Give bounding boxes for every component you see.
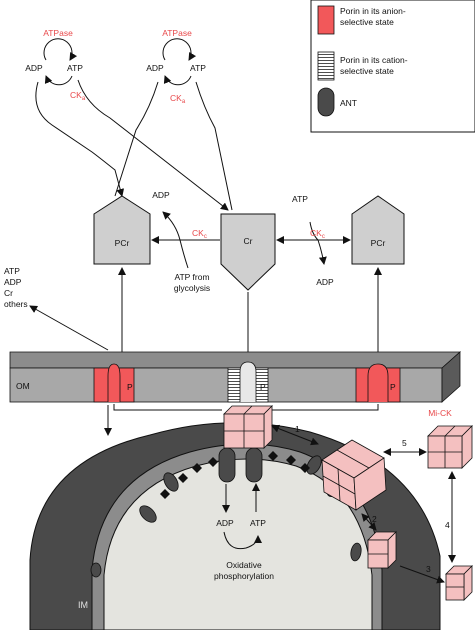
- oxphos-cycle: ADP ATP Oxidative phosphorylation: [214, 483, 274, 581]
- arrow-label-5: 5: [402, 438, 407, 448]
- ant-swatch: [317, 87, 335, 117]
- porin-connector-right: [272, 404, 379, 411]
- porin-p-label-center: P: [260, 382, 266, 392]
- cation-porin-center: P: [227, 361, 269, 403]
- efflux-arrow: [29, 305, 109, 351]
- cr-pentagon-center: Cr: [220, 213, 276, 291]
- mick-octamer-right: [427, 425, 473, 469]
- anion-porin-right: P: [355, 363, 401, 403]
- pcr-label-left: PCr: [115, 238, 130, 248]
- atp-from-glycolysis-line1: ATP from: [174, 272, 209, 282]
- others-others: others: [4, 299, 28, 309]
- ckc-label-left: CKc: [192, 228, 207, 240]
- pcr-pentagon-right: PCr: [351, 195, 405, 265]
- legend-cation-line2: selective state: [340, 66, 394, 76]
- ckc-reaction-left: [151, 211, 220, 269]
- legend-box: [310, 0, 475, 133]
- oxphos-label-line1: Oxidative: [226, 560, 262, 570]
- ckc-reaction-right: [276, 221, 351, 265]
- atp-label-top-mid: ATP: [190, 63, 206, 73]
- legend-anion-line1: Porin in its anion-: [340, 6, 406, 16]
- mick-dimer-right: [445, 565, 473, 601]
- cr-label: Cr: [244, 236, 253, 246]
- arrow-label-2: 2: [372, 514, 377, 524]
- cka-connection-lines: [35, 79, 233, 211]
- oxphos-label-line2: phosphorylation: [214, 571, 274, 581]
- porin-connector-left: [113, 404, 222, 411]
- mick-label: Mi-CK: [428, 408, 452, 418]
- adp-label-mid-left: ADP: [152, 190, 170, 200]
- atpase-label-mid: ATPase: [162, 28, 192, 38]
- atp-label-mid-right: ATP: [292, 194, 308, 204]
- anion-porin-swatch: [317, 5, 335, 35]
- anion-porin-left: P: [93, 363, 135, 403]
- arrow-label-4: 4: [445, 520, 450, 530]
- arrow-label-1: 1: [295, 424, 300, 434]
- legend-ant: ANT: [340, 98, 357, 108]
- porin-p-label-left: P: [127, 382, 133, 392]
- atpase-label-left: ATPase: [43, 28, 73, 38]
- legend-anion-line2: selective state: [340, 17, 394, 27]
- adp-label-mid-right: ADP: [316, 277, 334, 287]
- pcr-pentagon-left: PCr: [93, 195, 151, 265]
- others-adp: ADP: [4, 277, 22, 287]
- atpase-cycle-left: ATPase ADP ATP CKa: [25, 28, 86, 102]
- others-list: ATP ADP Cr others: [4, 266, 28, 309]
- om-label: OM: [16, 381, 30, 391]
- legend-cation-line1: Porin in its cation-: [340, 55, 408, 65]
- atp-label-top-left: ATP: [67, 63, 83, 73]
- atpase-cycle-mid: ATPase ADP ATP CKa: [146, 28, 206, 105]
- legend: Porin in its anion- selective state Pori…: [310, 0, 475, 133]
- arrow-label-3: 3: [426, 564, 431, 574]
- atp-label-bottom: ATP: [250, 518, 266, 528]
- adp-label-top-left: ADP: [25, 63, 43, 73]
- vertical-pcr-arrows: [104, 267, 382, 436]
- mick-octamer-center: [223, 405, 273, 449]
- atp-from-glycolysis-line2: glycolysis: [174, 283, 210, 293]
- equilibrium-arrows: [271, 424, 456, 584]
- ckc-label-right: CKc: [310, 228, 325, 240]
- adp-label-bottom: ADP: [216, 518, 234, 528]
- others-cr: Cr: [4, 288, 13, 298]
- cka-label-mid: CKa: [170, 93, 186, 105]
- adp-label-top-mid: ADP: [146, 63, 164, 73]
- mick-octamer-free: [321, 439, 387, 511]
- cation-porin-swatch: [317, 51, 335, 81]
- others-atp: ATP: [4, 266, 20, 276]
- pcr-label-right: PCr: [371, 238, 386, 248]
- im-label: IM: [78, 600, 88, 610]
- porin-p-label-right: P: [390, 382, 396, 392]
- mick-dimer-bottom: [367, 531, 397, 569]
